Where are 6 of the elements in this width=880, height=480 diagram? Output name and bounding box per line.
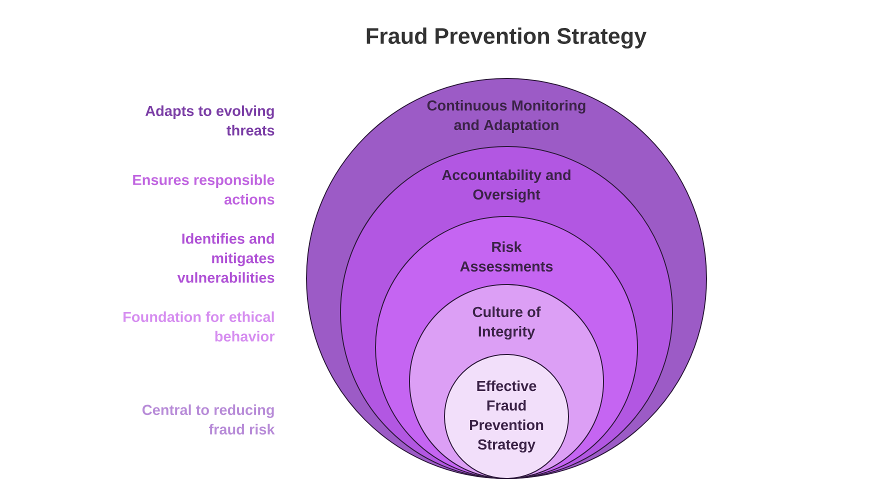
side-note: Foundation for ethical behavior (124, 311, 275, 342)
side-note: Central to reducing fraud risk (142, 404, 275, 435)
title: Fraud Prevention Strategy (366, 27, 647, 49)
side-note: Ensures responsible actions (133, 174, 274, 205)
side-note: Identifies and mitigates vulnerabilities (177, 233, 274, 283)
side-note: Adapts to evolving threats (145, 105, 274, 136)
